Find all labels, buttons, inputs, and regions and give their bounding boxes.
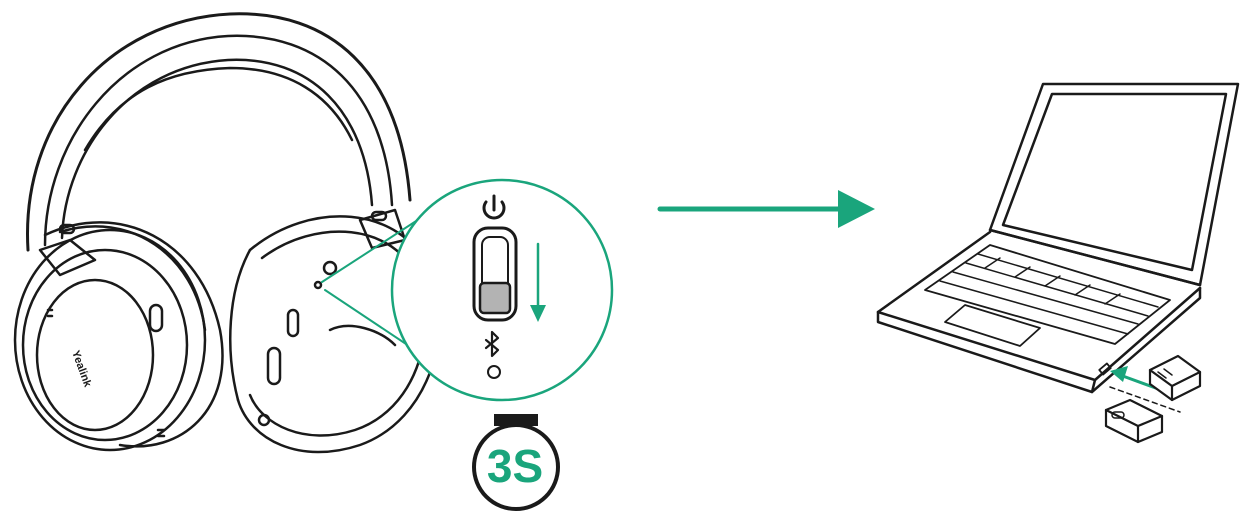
arrow-right-icon (660, 190, 875, 228)
usb-c-dongle (1106, 400, 1162, 442)
hold-timer-label: 3S (475, 440, 555, 492)
headphones-brand-label: Yealink (69, 349, 94, 390)
usb-a-dongle (1150, 356, 1200, 400)
led-indicator-icon (488, 366, 500, 378)
switch-zoom-circle (392, 180, 612, 400)
laptop (878, 84, 1238, 392)
power-slider-switch (474, 228, 516, 320)
